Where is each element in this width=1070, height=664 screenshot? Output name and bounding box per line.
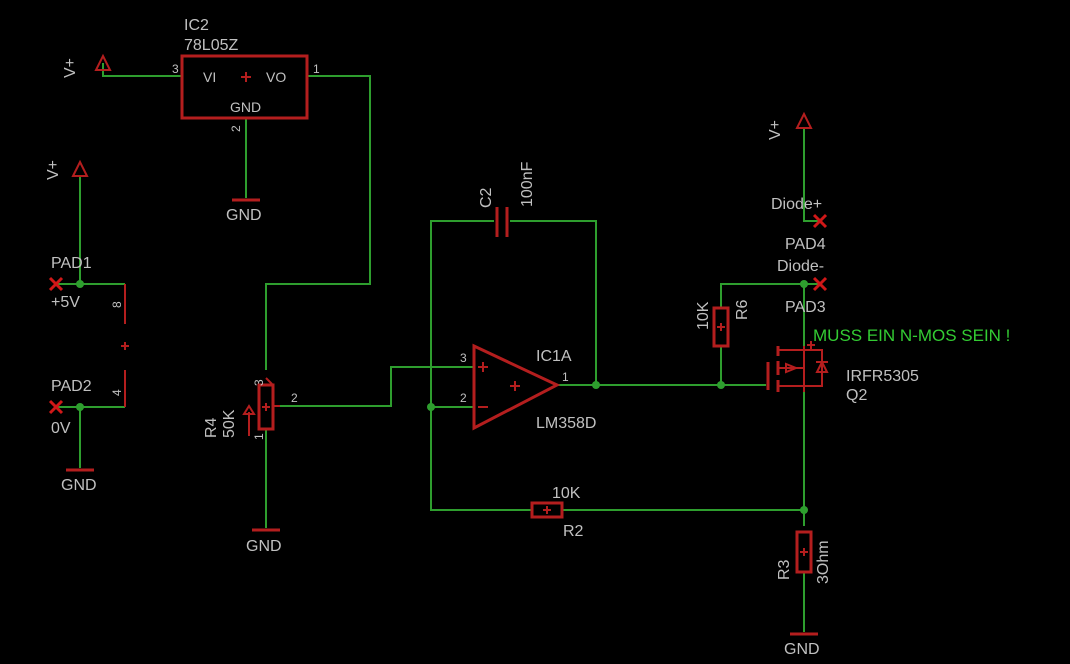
pad-pad3: Diode- PAD3 xyxy=(777,258,828,316)
resistor-r2: 10K R2 xyxy=(530,485,584,540)
junctions xyxy=(76,280,808,514)
ic1a-pin-plus: 3 xyxy=(460,351,467,365)
junction-dot xyxy=(76,403,84,411)
pad-pad4: Diode+ PAD4 xyxy=(771,196,828,253)
potentiometer-r4: R4 50K 3 2 1 xyxy=(203,377,298,440)
capacitor-c2: C2 100nF xyxy=(478,161,536,237)
connector-pin-top: 8 xyxy=(110,301,124,308)
wire-pot-wiper-to-opamp xyxy=(280,366,474,407)
junction-dot xyxy=(427,403,435,411)
opamp-ic1a: IC1A LM358D 3 2 1 xyxy=(460,343,596,432)
r3-name: R3 xyxy=(776,559,793,580)
q2-value: IRFR5305 xyxy=(846,368,919,385)
pad-pad2: PAD2 0V xyxy=(48,378,92,437)
supply-vplus-left: V+ xyxy=(45,159,89,180)
c2-value: 100nF xyxy=(519,161,536,207)
r6-value: 10K xyxy=(695,301,712,330)
ic1a-value: LM358D xyxy=(536,415,596,432)
r2-value: 10K xyxy=(552,485,581,502)
ic2-name: IC2 xyxy=(184,17,209,34)
ic2-pin-in: 3 xyxy=(172,62,179,76)
ground-label: GND xyxy=(61,477,97,494)
junction-dot xyxy=(800,506,808,514)
wire-feedback-capacitor-out xyxy=(510,220,597,385)
pad4-label: Diode+ xyxy=(771,196,822,213)
supply-label: V+ xyxy=(45,160,62,180)
r2-name: R2 xyxy=(563,523,584,540)
junction-dot xyxy=(800,280,808,288)
wire-feedback-resistor xyxy=(430,407,532,511)
ground-label: GND xyxy=(226,207,262,224)
ground-pad2: GND xyxy=(61,468,97,494)
pad4-name: PAD4 xyxy=(785,236,826,253)
wire-regulator-to-pot xyxy=(265,75,371,370)
r4-pin-wiper: 2 xyxy=(291,391,298,405)
r4-name: R4 xyxy=(203,417,220,438)
wire-feedback-capacitor xyxy=(430,220,494,408)
supply-label: V+ xyxy=(767,120,784,140)
resistor-r6: 10K R6 xyxy=(695,299,751,348)
r4-pin-bottom: 1 xyxy=(252,433,266,440)
ic2-vi-label: VI xyxy=(203,69,216,85)
r3-value: 3Ohm xyxy=(815,540,832,584)
ground-regulator: GND xyxy=(226,198,262,224)
design-note: MUSS EIN N-MOS SEIN ! xyxy=(813,326,1010,345)
connector-power: 8 4 xyxy=(110,284,129,407)
ground-shunt: GND xyxy=(784,632,820,658)
wire-vplus-to-diode xyxy=(803,128,818,222)
regulator-ic2: IC2 78L05Z VI VO GND 3 1 2 xyxy=(172,17,320,132)
wires xyxy=(56,63,820,632)
pad1-label: +5V xyxy=(51,294,80,311)
c2-name: C2 xyxy=(478,187,495,208)
resistor-r3: R3 3Ohm xyxy=(776,530,832,584)
ic2-gnd-label: GND xyxy=(230,99,261,115)
supply-vplus-right: V+ xyxy=(767,111,813,140)
mosfet-q2: IRFR5305 Q2 xyxy=(766,341,919,404)
wire-vplus-to-regulator xyxy=(102,63,182,77)
ic1a-pin-out: 1 xyxy=(562,370,569,384)
junction-dot xyxy=(717,381,725,389)
pad3-label: Diode- xyxy=(777,258,824,275)
supply-vplus-top-left: V+ xyxy=(62,53,112,78)
ic2-pin-out: 1 xyxy=(313,62,320,76)
ic1a-name: IC1A xyxy=(536,348,572,365)
ic2-vo-label: VO xyxy=(266,69,286,85)
wire-r6-top xyxy=(720,283,820,308)
ground-label: GND xyxy=(246,538,282,555)
pad1-name: PAD1 xyxy=(51,255,92,272)
pad3-name: PAD3 xyxy=(785,299,826,316)
junction-dot xyxy=(592,381,600,389)
ic2-value: 78L05Z xyxy=(184,37,238,54)
ic2-pin-gnd: 2 xyxy=(229,125,243,132)
supply-label: V+ xyxy=(62,58,79,78)
r6-name: R6 xyxy=(734,299,751,320)
r4-value: 50K xyxy=(221,409,238,438)
pad-pad1: PAD1 +5V xyxy=(48,255,92,311)
pad2-label: 0V xyxy=(51,420,71,437)
ic1a-pin-minus: 2 xyxy=(460,391,467,405)
ground-pot: GND xyxy=(246,528,282,555)
connector-pin-bottom: 4 xyxy=(110,389,124,396)
r4-pin-top: 3 xyxy=(252,379,266,386)
ground-label: GND xyxy=(784,641,820,658)
q2-name: Q2 xyxy=(846,387,867,404)
pad2-name: PAD2 xyxy=(51,378,92,395)
junction-dot xyxy=(76,280,84,288)
